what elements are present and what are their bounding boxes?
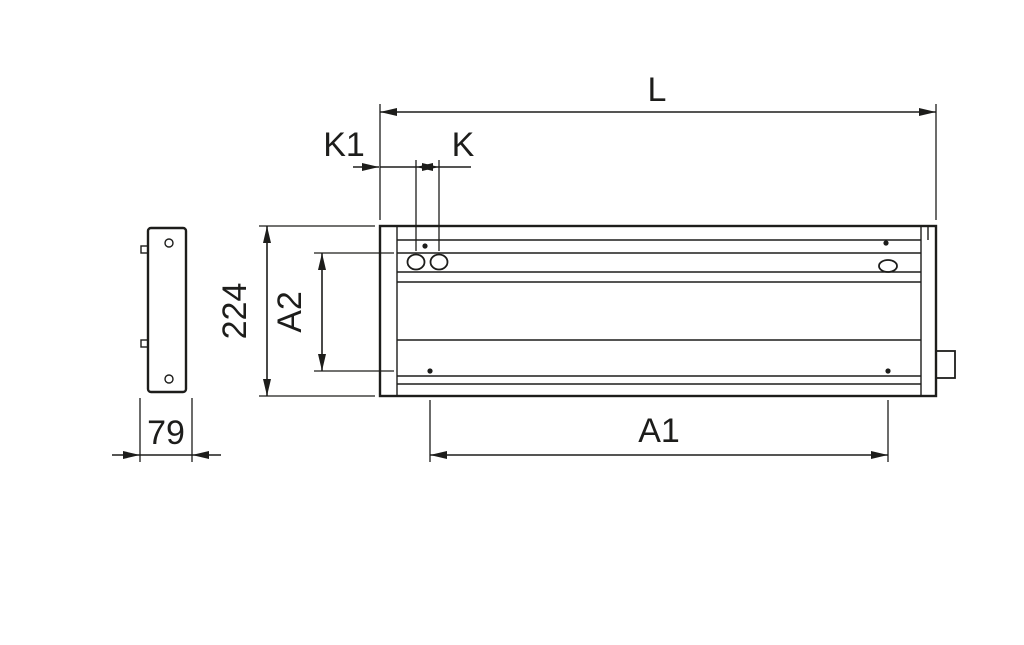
dim-a1-label: A1 xyxy=(638,412,680,450)
dim-height-label: 224 xyxy=(216,283,254,340)
dim-k-label: K xyxy=(452,126,475,164)
side-knockout-tab xyxy=(935,350,956,379)
mounting-hole-left xyxy=(406,253,426,271)
dim-k1-k: K1 K xyxy=(323,126,475,251)
pilot-dot-top-right xyxy=(883,240,889,246)
dim-a1: A1 xyxy=(429,400,889,462)
dim-depth-label: 79 xyxy=(147,414,185,452)
side-view-outline xyxy=(146,226,188,394)
dim-length-label: L xyxy=(648,71,667,109)
side-view-tab-top xyxy=(140,245,149,254)
side-view xyxy=(140,226,188,394)
pilot-dot-top-left xyxy=(422,243,428,249)
side-view-hole-bottom xyxy=(164,374,174,384)
mounting-slot-right xyxy=(878,259,898,273)
dim-a2-label: A2 xyxy=(271,291,309,333)
dim-a2: A2 xyxy=(271,252,394,372)
dim-k1-label: K1 xyxy=(323,126,365,164)
front-view-outline xyxy=(378,224,938,398)
side-view-hole-top xyxy=(164,238,174,248)
dim-height: 224 xyxy=(216,225,375,397)
dim-depth: 79 xyxy=(112,398,221,462)
pilot-dot-bottom-right xyxy=(885,368,891,374)
pilot-dot-bottom-left xyxy=(427,368,433,374)
dim-length: L xyxy=(379,71,937,220)
front-view xyxy=(378,224,956,398)
mounting-hole-right xyxy=(429,253,449,271)
side-view-tab-bottom xyxy=(140,339,149,348)
